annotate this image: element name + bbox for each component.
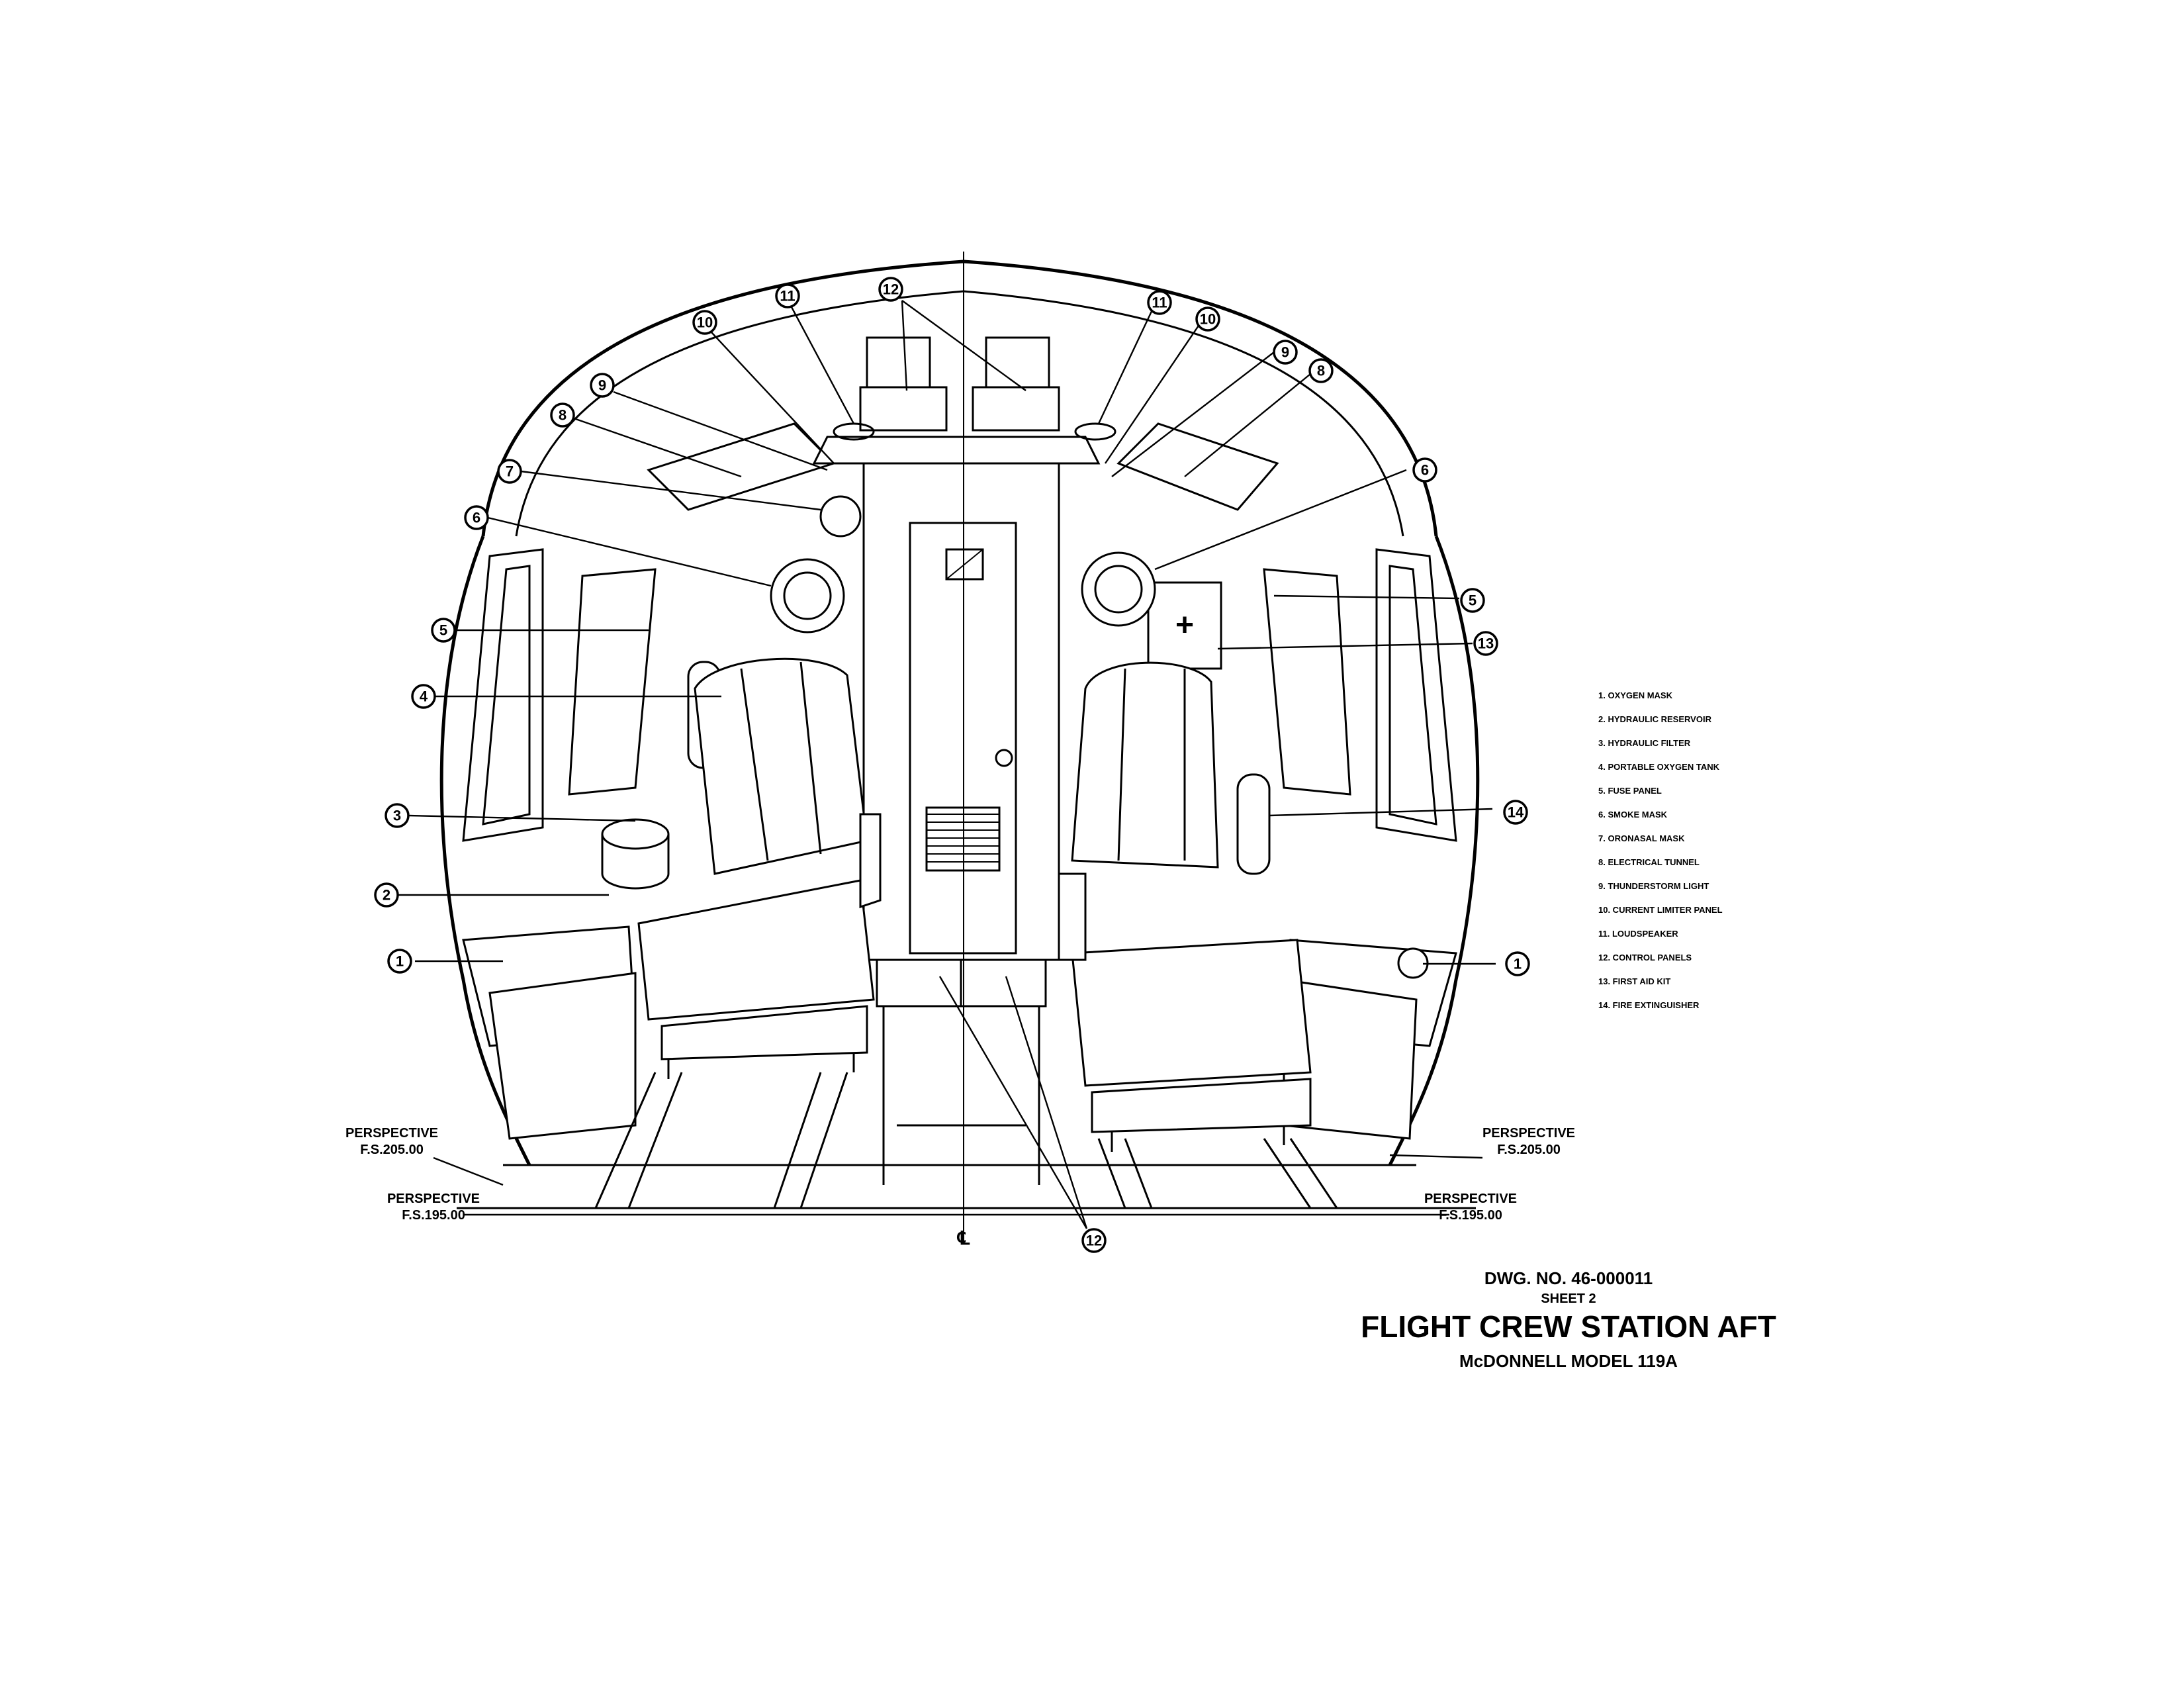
first-aid-symbol: + (1175, 608, 1194, 643)
svg-text:6: 6 (1421, 462, 1429, 479)
legend-item: 14. FIRE EXTINGUISHER (1598, 1000, 1700, 1010)
svg-text:8: 8 (1317, 363, 1325, 379)
svg-text:12: 12 (883, 281, 899, 298)
svg-text:3: 3 (393, 808, 401, 824)
callout-6-left: 6 (464, 505, 489, 530)
legend-item: 5. FUSE PANEL (1598, 786, 1662, 796)
callout-5-right: 5 (1460, 588, 1485, 613)
left-seat (637, 657, 882, 1079)
callout-bubbles: 1 2 3 4 5 6 7 8 9 10 11 12 11 10 9 (374, 277, 1530, 1253)
drawing-number: DWG. NO. 46-000011 (1484, 1268, 1653, 1288)
perspective-195-left: PERSPECTIVE F.S.195.00 (387, 1192, 1449, 1223)
model-name: McDONNELL MODEL 119A (1459, 1351, 1678, 1371)
right-seat (1058, 661, 1312, 1152)
svg-text:2: 2 (383, 887, 390, 904)
svg-text:10: 10 (1200, 311, 1216, 328)
perspective-labels: PERSPECTIVE F.S.205.00 PERSPECTIVE F.S.1… (345, 1126, 1575, 1223)
legend-item: 9. THUNDERSTORM LIGHT (1598, 881, 1709, 891)
callout-6-right: 6 (1412, 457, 1437, 483)
svg-text:1: 1 (396, 953, 404, 970)
svg-text:14: 14 (1508, 804, 1524, 821)
svg-text:5: 5 (439, 622, 447, 639)
sheet-number: SHEET 2 (1541, 1291, 1596, 1306)
title-block: DWG. NO. 46-000011 SHEET 2 FLIGHT CREW S… (1361, 1268, 1776, 1371)
svg-text:12: 12 (1086, 1233, 1102, 1249)
perspective-195-right: PERSPECTIVE F.S.195.00 (1424, 1192, 1517, 1223)
legend-item: 12. CONTROL PANELS (1598, 953, 1692, 962)
callout-14-right: 14 (1503, 800, 1528, 825)
callout-9-right: 9 (1273, 340, 1298, 365)
svg-text:5: 5 (1469, 592, 1477, 609)
callout-1-right: 1 (1505, 951, 1530, 976)
svg-text:4: 4 (420, 688, 428, 705)
svg-text:8: 8 (559, 407, 567, 424)
floor-rails (594, 1072, 1338, 1209)
callout-8-left: 8 (550, 402, 575, 428)
leader-lines (395, 300, 1496, 1229)
left-wall-details (462, 495, 862, 1140)
parts-legend: 1. OXYGEN MASK 2. HYDRAULIC RESERVOIR 3.… (1598, 690, 1723, 1010)
svg-text:PERSPECTIVE: PERSPECTIVE (387, 1192, 480, 1206)
right-wall-details: + (1081, 548, 1457, 1140)
callout-10-left: 10 (692, 310, 717, 335)
callout-7-left: 7 (497, 459, 522, 484)
svg-text:PERSPECTIVE: PERSPECTIVE (1482, 1126, 1575, 1141)
callout-10-right: 10 (1195, 306, 1220, 332)
svg-text:PERSPECTIVE: PERSPECTIVE (1424, 1192, 1517, 1206)
callout-12-bottom: 12 (1081, 1228, 1107, 1253)
legend-item: 13. FIRST AID KIT (1598, 976, 1670, 986)
callout-9-left: 9 (590, 373, 615, 398)
centerline-symbol: ℄ (956, 1228, 970, 1248)
callout-12-top: 12 (878, 277, 903, 302)
svg-text:10: 10 (697, 314, 713, 331)
legend-item: 2. HYDRAULIC RESERVOIR (1598, 714, 1712, 724)
callout-8-right: 8 (1308, 358, 1334, 383)
callout-3-left: 3 (385, 803, 410, 828)
legend-item: 1. OXYGEN MASK (1598, 690, 1673, 700)
legend-item: 11. LOUDSPEAKER (1598, 929, 1678, 939)
center-tunnel: ℄ (862, 252, 1060, 1248)
fuselage-outline (439, 259, 1480, 1209)
svg-text:9: 9 (598, 377, 606, 394)
svg-text:13: 13 (1478, 635, 1494, 652)
svg-text:F.S.195.00: F.S.195.00 (1439, 1208, 1502, 1223)
callout-4-left: 4 (411, 684, 436, 709)
svg-text:11: 11 (780, 288, 795, 305)
svg-text:F.S.205.00: F.S.205.00 (1497, 1143, 1561, 1157)
svg-text:6: 6 (473, 510, 480, 526)
callout-11-left: 11 (775, 283, 800, 308)
callout-2-left: 2 (374, 882, 399, 908)
callout-11-right: 11 (1147, 290, 1172, 315)
svg-text:PERSPECTIVE: PERSPECTIVE (345, 1126, 438, 1141)
legend-item: 6. SMOKE MASK (1598, 810, 1668, 820)
legend-item: 7. ORONASAL MASK (1598, 833, 1685, 843)
svg-text:7: 7 (506, 463, 514, 480)
svg-text:F.S.195.00: F.S.195.00 (402, 1208, 465, 1223)
drawing-title: FLIGHT CREW STATION AFT (1361, 1309, 1776, 1344)
legend-item: 3. HYDRAULIC FILTER (1598, 738, 1691, 748)
svg-text:11: 11 (1152, 295, 1167, 311)
legend-item: 8. ELECTRICAL TUNNEL (1598, 857, 1700, 867)
svg-text:F.S.205.00: F.S.205.00 (360, 1143, 424, 1157)
legend-item: 10. CURRENT LIMITER PANEL (1598, 905, 1723, 915)
perspective-205-right: PERSPECTIVE F.S.205.00 (1389, 1126, 1575, 1159)
svg-text:1: 1 (1514, 956, 1522, 972)
callout-5-left: 5 (431, 618, 456, 643)
svg-text:9: 9 (1281, 344, 1289, 361)
callout-1-left: 1 (387, 949, 412, 974)
legend-item: 4. PORTABLE OXYGEN TANK (1598, 762, 1720, 772)
callout-13-right: 13 (1473, 631, 1498, 656)
perspective-205-left: PERSPECTIVE F.S.205.00 (345, 1126, 504, 1186)
